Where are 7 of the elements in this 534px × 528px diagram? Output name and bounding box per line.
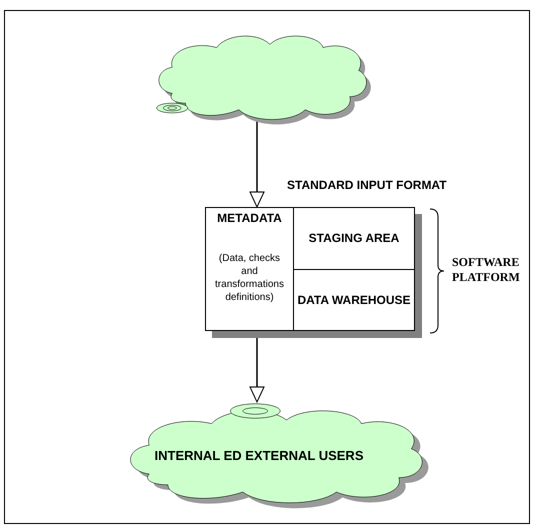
section-title: STAGING AREA [308,231,400,246]
arrow [250,120,264,208]
group-label: SOFTWARE PLATFORM [452,255,521,285]
section-note: (Data, checks and transformations definitions) [214,252,285,304]
section-title: METADATA [217,211,282,226]
section-title: DATA WAREHOUSE [297,292,411,308]
cloud-label: INTERNAL ED EXTERNAL USERS [154,447,364,466]
